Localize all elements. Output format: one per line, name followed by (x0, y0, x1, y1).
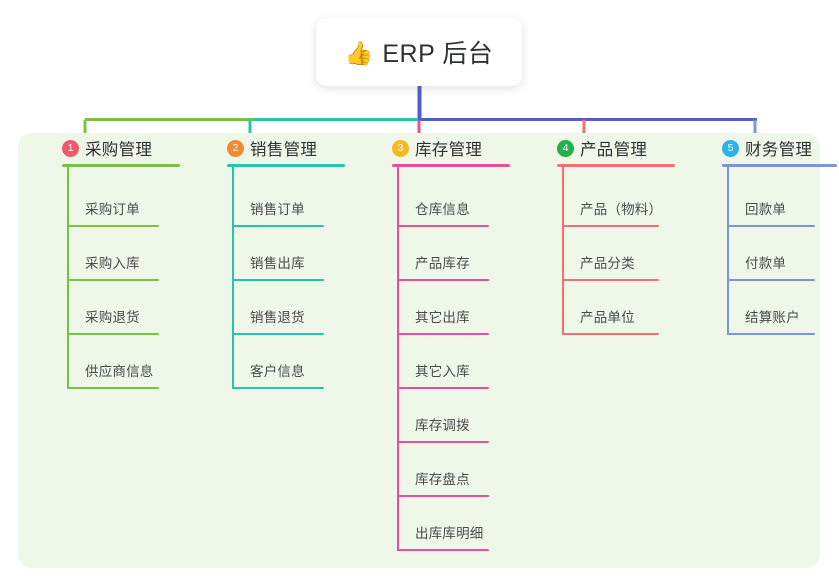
category-column-3: 3 库存管理仓库信息产品库存其它出库其它入库库存调拨库存盘点出库库明细 (370, 133, 522, 551)
category-title: 产品管理 (580, 141, 648, 159)
category-item-label: 产品单位 (580, 310, 635, 325)
category-header-rule (557, 164, 675, 167)
category-item-rule (67, 225, 159, 227)
category-item-label: 结算账户 (745, 310, 800, 325)
category-column-2: 2 销售管理销售订单销售出库销售退货客户信息 (205, 133, 357, 389)
category-item-label: 回款单 (745, 202, 787, 217)
category-item-rule (232, 333, 324, 335)
category-header-rule (722, 164, 837, 167)
category-number-badge: 2 (227, 139, 244, 157)
category-header-5[interactable]: 5 财务管理 (700, 133, 839, 163)
category-item[interactable]: 其它入库 (397, 335, 489, 389)
category-number-badge: 5 (722, 139, 739, 157)
category-item[interactable]: 采购退货 (67, 281, 159, 335)
category-item[interactable]: 回款单 (727, 173, 815, 227)
category-header-rule (227, 164, 345, 167)
category-item-rule (232, 279, 324, 281)
category-item-label: 出库库明细 (415, 526, 484, 541)
category-item-label: 产品分类 (580, 256, 635, 271)
category-item[interactable]: 库存调拨 (397, 389, 489, 443)
category-item-label: 客户信息 (250, 364, 305, 379)
category-column-5: 5 财务管理回款单付款单结算账户 (700, 133, 839, 335)
category-item-label: 库存调拨 (415, 418, 470, 433)
category-item[interactable]: 其它出库 (397, 281, 489, 335)
category-header-rule (62, 164, 180, 167)
category-number-badge: 1 (62, 139, 79, 157)
category-title: 库存管理 (415, 141, 483, 159)
category-header-3[interactable]: 3 库存管理 (370, 133, 522, 163)
category-item-label: 其它入库 (415, 364, 470, 379)
category-title: 财务管理 (745, 141, 813, 159)
category-spine (232, 165, 234, 389)
category-item-label: 采购入库 (85, 256, 140, 271)
category-item-label: 产品库存 (415, 256, 470, 271)
category-item-label: 库存盘点 (415, 472, 470, 487)
category-item[interactable]: 产品（物料） (562, 173, 663, 227)
category-item-rule (67, 279, 159, 281)
category-item-rule (232, 225, 324, 227)
category-item-rule (232, 387, 324, 389)
category-item[interactable]: 供应商信息 (67, 335, 159, 389)
category-header-4[interactable]: 4 产品管理 (535, 133, 687, 163)
category-number-badge: 4 (557, 139, 574, 157)
category-item-rule (727, 279, 815, 281)
root-node-card[interactable]: 👍 ERP 后台 (316, 18, 522, 86)
category-title: 销售管理 (250, 141, 318, 159)
category-header-rule (392, 164, 510, 167)
category-item-label: 产品（物料） (580, 202, 663, 217)
category-item-label: 付款单 (745, 256, 787, 271)
category-item-label: 供应商信息 (85, 364, 154, 379)
root-node-title: ERP 后台 (382, 40, 494, 68)
category-item[interactable]: 库存盘点 (397, 443, 489, 497)
category-item[interactable]: 销售出库 (232, 227, 324, 281)
categories-panel: 1 采购管理采购订单采购入库采购退货供应商信息 2 销售管理销售订单销售出库销售退货客… (18, 133, 837, 568)
category-item-rule (397, 333, 489, 335)
category-item[interactable]: 产品分类 (562, 227, 659, 281)
category-item[interactable]: 采购入库 (67, 227, 159, 281)
category-item-rule (727, 333, 815, 335)
category-item-rule (562, 279, 659, 281)
category-spine (397, 165, 399, 551)
category-item-rule (67, 333, 159, 335)
category-item-rule (397, 225, 489, 227)
category-header-2[interactable]: 2 销售管理 (205, 133, 357, 163)
category-item[interactable]: 客户信息 (232, 335, 324, 389)
category-item-label: 采购订单 (85, 202, 140, 217)
category-item-label: 销售退货 (250, 310, 305, 325)
category-item[interactable]: 采购订单 (67, 173, 159, 227)
category-item[interactable]: 销售退货 (232, 281, 324, 335)
category-item-label: 仓库信息 (415, 202, 470, 217)
category-spine (562, 165, 564, 335)
category-item-rule (397, 387, 489, 389)
category-item[interactable]: 结算账户 (727, 281, 815, 335)
category-item-rule (397, 441, 489, 443)
category-header-1[interactable]: 1 采购管理 (40, 133, 192, 163)
category-item-rule (562, 333, 659, 335)
category-item-rule (397, 495, 489, 497)
category-item-rule (562, 225, 659, 227)
thumbs-up-icon: 👍 (344, 39, 374, 66)
category-spine (727, 165, 729, 335)
category-item-label: 其它出库 (415, 310, 470, 325)
category-title: 采购管理 (85, 141, 153, 159)
category-item[interactable]: 产品单位 (562, 281, 659, 335)
category-item[interactable]: 付款单 (727, 227, 815, 281)
category-item-label: 销售出库 (250, 256, 305, 271)
category-item-rule (397, 279, 489, 281)
category-item-rule (727, 225, 815, 227)
category-item-rule (67, 387, 159, 389)
category-item-rule (397, 549, 489, 551)
category-column-1: 1 采购管理采购订单采购入库采购退货供应商信息 (40, 133, 192, 389)
category-item-label: 采购退货 (85, 310, 140, 325)
category-column-4: 4 产品管理产品（物料） 产品分类产品单位 (535, 133, 687, 335)
category-item[interactable]: 仓库信息 (397, 173, 489, 227)
category-number-badge: 3 (392, 139, 409, 157)
category-item[interactable]: 销售订单 (232, 173, 324, 227)
category-item[interactable]: 出库库明细 (397, 497, 489, 551)
category-item-label: 销售订单 (250, 202, 305, 217)
category-spine (67, 165, 69, 389)
category-item[interactable]: 产品库存 (397, 227, 489, 281)
